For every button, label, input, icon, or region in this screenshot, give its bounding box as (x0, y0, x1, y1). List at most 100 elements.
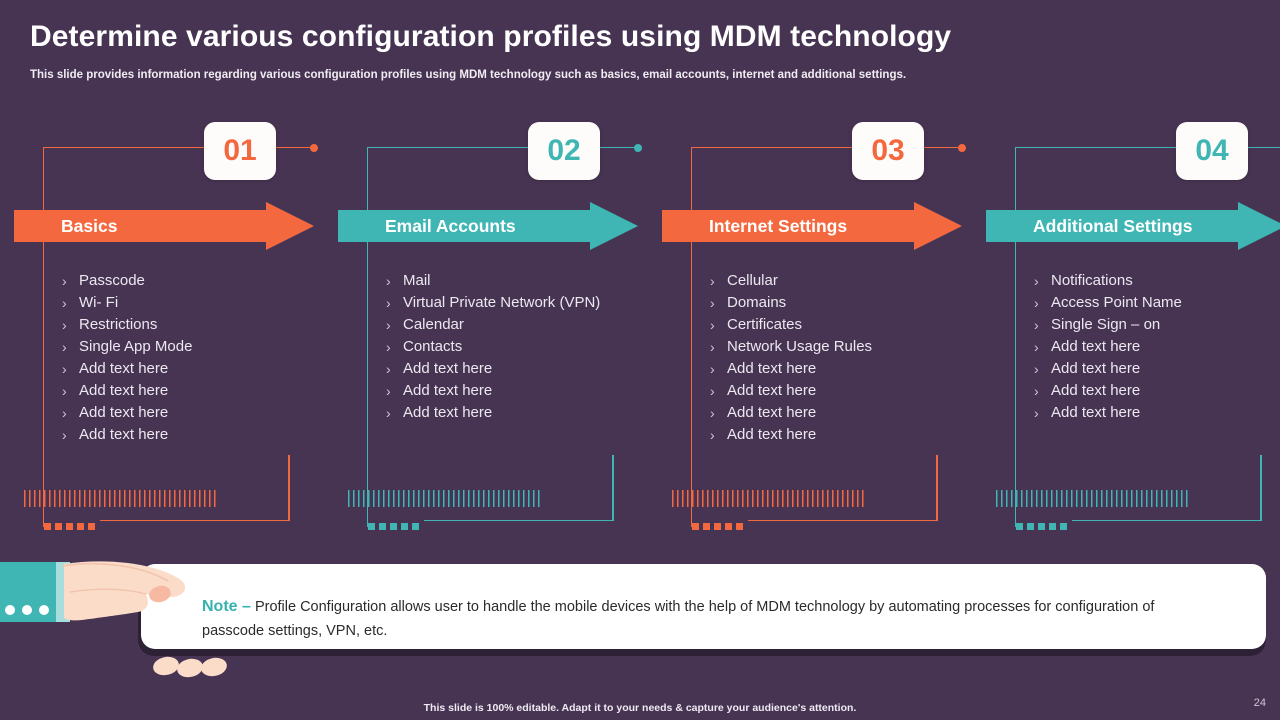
chevron-right-icon: › (1034, 339, 1039, 355)
list-item-label: Add text here (1051, 382, 1141, 399)
list-item-label: Add text here (1051, 404, 1141, 421)
bottom-connector-line (1072, 519, 1262, 522)
step-number-label: 01 (223, 134, 257, 167)
list-item[interactable]: ›Calendar (386, 314, 641, 336)
list-item-label: Mail (403, 272, 431, 289)
list-item-label: Cellular (727, 272, 778, 289)
hand-illustration (0, 548, 240, 688)
list-item[interactable]: ›Wi- Fi (62, 292, 317, 314)
connector-horizontal (691, 147, 881, 149)
list-item[interactable]: ›Notifications (1034, 270, 1280, 292)
chevron-right-icon: › (62, 317, 67, 333)
column-heading: Basics (61, 215, 118, 236)
chevron-right-icon: › (62, 361, 67, 377)
list-item[interactable]: ›Single Sign – on (1034, 314, 1280, 336)
list-item[interactable]: ›Domains (710, 292, 965, 314)
list-item[interactable]: ›Access Point Name (1034, 292, 1280, 314)
list-item[interactable]: ›Add text here (386, 358, 641, 380)
dashed-squares-decoration (44, 518, 100, 530)
badge-connector-line (600, 147, 638, 149)
list-item[interactable]: › Add text here (710, 380, 965, 402)
profile-item-list: ›Notifications›Access Point Name›Single … (1034, 270, 1280, 424)
chevron-right-icon: › (386, 339, 391, 355)
tick-marks-decoration (24, 490, 220, 507)
list-item-label: Add text here (403, 382, 493, 399)
chevron-right-icon: › (710, 383, 715, 399)
bottom-connector-riser (936, 455, 938, 521)
note-text: Note – Profile Configuration allows user… (202, 595, 1202, 643)
list-item-label: Add text here (79, 426, 169, 443)
chevron-right-icon: › (710, 405, 715, 421)
list-item-label: Passcode (79, 272, 145, 289)
list-item[interactable]: ›Mail (386, 270, 641, 292)
list-item[interactable]: ›Add text here (710, 358, 965, 380)
list-item[interactable]: › Add text here (62, 424, 317, 446)
chevron-right-icon: › (62, 427, 67, 443)
tick-marks-decoration (348, 490, 544, 507)
list-item-label: Add text here (727, 426, 817, 443)
list-item-label: Certificates (727, 316, 803, 333)
heading-arrow-shape (986, 202, 1280, 250)
profile-column-2: 02 Email Accounts ›Mail›Virtual Private … (338, 118, 642, 530)
step-number-badge[interactable]: 04 (1176, 122, 1248, 180)
list-item[interactable]: ›Add text here (62, 380, 317, 402)
connector-vertical (43, 147, 45, 527)
list-item-label: Add text here (79, 360, 169, 377)
note-body: Profile Configuration allows user to han… (202, 599, 1155, 639)
list-item[interactable]: › Add text here (710, 402, 965, 424)
chevron-right-icon: › (710, 317, 715, 333)
list-item[interactable]: › Add text here (710, 424, 965, 446)
connector-vertical (1015, 147, 1017, 527)
step-number-badge[interactable]: 02 (528, 122, 600, 180)
chevron-right-icon: › (710, 427, 715, 443)
connector-horizontal (367, 147, 557, 149)
list-item[interactable]: ›Add text here (1034, 336, 1280, 358)
list-item-label: Add text here (727, 404, 817, 421)
list-item[interactable]: ›Network Usage Rules (710, 336, 965, 358)
chevron-right-icon: › (710, 361, 715, 377)
step-number-badge[interactable]: 01 (204, 122, 276, 180)
dashed-squares-decoration (368, 518, 424, 530)
list-item-label: Add text here (79, 404, 169, 421)
badge-connector-dot (634, 143, 642, 152)
badge-connector-line (1248, 147, 1280, 149)
list-item-label: Add text here (79, 382, 169, 399)
list-item[interactable]: › Cellular (710, 270, 965, 292)
list-item[interactable]: ›Add text here (1034, 380, 1280, 402)
list-item[interactable]: ›Add text here (386, 380, 641, 402)
list-item[interactable]: ›Restrictions (62, 314, 317, 336)
column-heading: Email Accounts (385, 215, 516, 236)
step-number-label: 04 (1195, 134, 1229, 167)
chevron-right-icon: › (710, 273, 715, 289)
list-item[interactable]: ›Add text here (62, 402, 317, 424)
step-number-badge[interactable]: 03 (852, 122, 924, 180)
profile-item-list: ›Cellular›Domains›Certificates›Network U… (710, 270, 965, 446)
dashed-squares-decoration (692, 518, 748, 530)
chevron-right-icon: › (710, 295, 715, 311)
list-item[interactable]: › Add text here (62, 358, 317, 380)
bottom-connector-riser (612, 455, 614, 521)
badge-connector-dot (958, 143, 966, 152)
list-item-label: Add text here (403, 360, 493, 377)
bottom-connector-line (424, 519, 614, 522)
footer-note: This slide is 100% editable. Adapt it to… (423, 702, 857, 714)
list-item-label: Notifications (1051, 272, 1133, 289)
list-item-label: Add text here (727, 382, 817, 399)
list-item[interactable]: ›Add text here (1034, 402, 1280, 424)
chevron-right-icon: › (62, 339, 67, 355)
chevron-right-icon: › (386, 317, 391, 333)
profile-item-list: ›Mail›Virtual Private Network (VPN)›Cale… (386, 270, 641, 424)
list-item[interactable]: ›Single App Mode (62, 336, 317, 358)
list-item[interactable]: ›Passcode (62, 270, 317, 292)
profile-column-4: 04 Additional Settings ›Notifications›Ac… (986, 118, 1280, 530)
column-heading: Internet Settings (709, 215, 848, 236)
list-item[interactable]: ›Add text here (1034, 358, 1280, 380)
list-item[interactable]: › Certificates (710, 314, 965, 336)
list-item-label: Add text here (1051, 360, 1141, 377)
list-item[interactable]: ›Virtual Private Network (VPN) (386, 292, 641, 314)
chevron-right-icon: › (710, 339, 715, 355)
list-item[interactable]: ›Contacts (386, 336, 641, 358)
list-item[interactable]: ›Add text here (386, 402, 641, 424)
step-number-label: 03 (871, 134, 905, 167)
